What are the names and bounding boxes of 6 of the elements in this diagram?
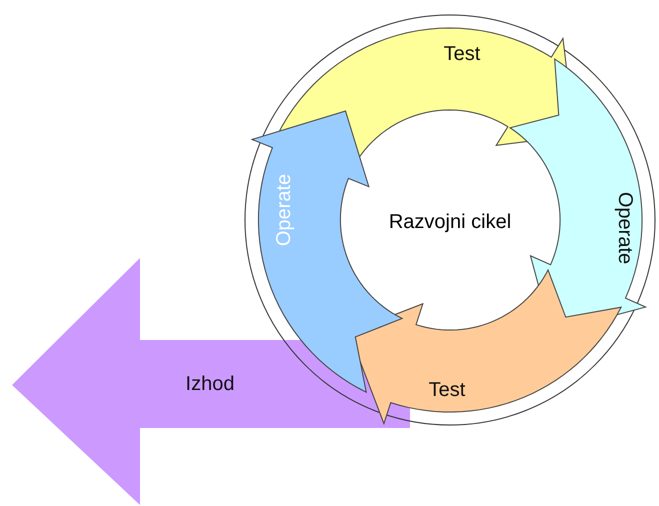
arrow-label: Operate [614,192,635,264]
arrow-label: Test [444,44,480,64]
arrow-label: Izhod [186,374,234,394]
arrow-label: Test [428,380,466,400]
center-label: Razvojni cikel [388,212,512,232]
arrow-label: Operate [274,174,294,246]
